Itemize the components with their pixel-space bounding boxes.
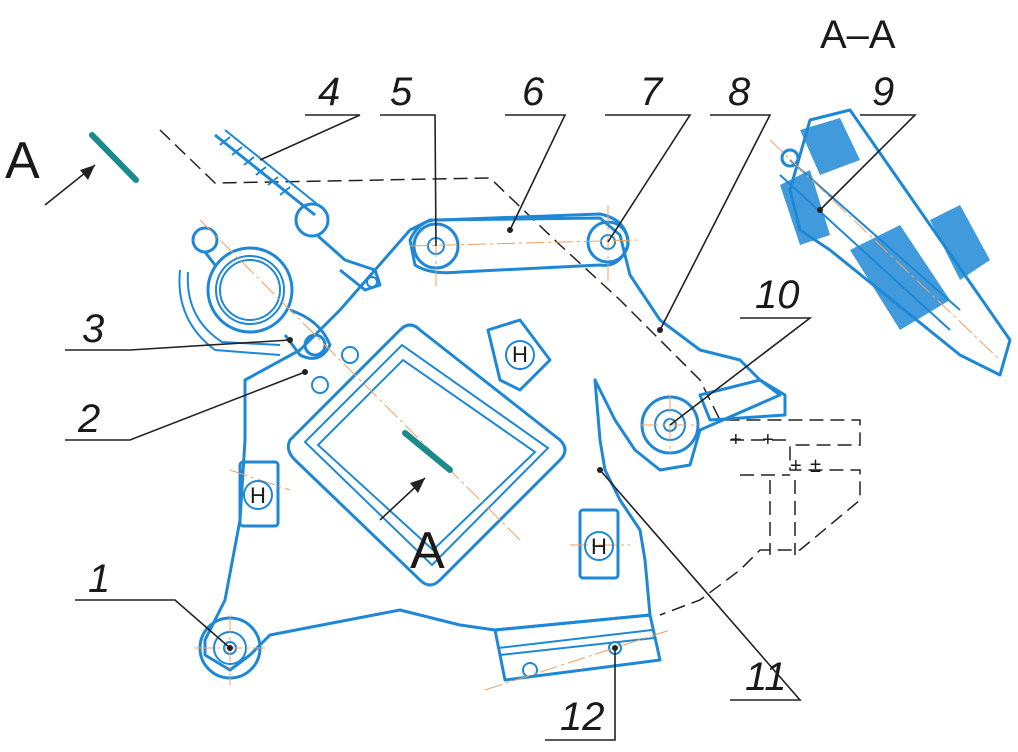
view-letter-left: А	[5, 132, 40, 190]
part-number-2: 2	[77, 397, 100, 441]
part-number-3: 3	[82, 307, 104, 351]
main-frame	[203, 212, 787, 682]
part-number-1: 1	[88, 557, 110, 601]
labels: А–А А А 1 2 3 4 5 6 7 8 9 10 11 12 Н Н Н…	[5, 13, 896, 739]
section-title: А–А	[820, 13, 896, 57]
part-number-6: 6	[522, 70, 545, 114]
plus-sign-3: +	[790, 455, 802, 477]
phantom-outline	[159, 129, 861, 616]
h-mark-top: Н	[512, 342, 528, 367]
leader-dots	[227, 207, 823, 651]
part-number-11: 11	[745, 655, 787, 699]
part-number-8: 8	[728, 70, 751, 114]
h-mark-left: Н	[250, 483, 266, 508]
plus-sign-1: +	[730, 429, 742, 451]
view-letter-center: А	[410, 522, 445, 580]
leader-lines	[65, 114, 917, 741]
plus-minus-sign: ±	[810, 455, 821, 477]
pivot-joints	[198, 220, 700, 680]
center-lines	[195, 139, 1001, 691]
part-number-9: 9	[872, 70, 894, 114]
plus-sign-2: +	[762, 429, 774, 451]
part-number-10: 10	[755, 273, 800, 317]
h-mark-right: Н	[591, 534, 607, 559]
part-number-4: 4	[318, 70, 340, 114]
part-number-5: 5	[390, 70, 413, 114]
part-number-7: 7	[640, 70, 664, 114]
section-aa-view	[779, 108, 1012, 377]
latch-assembly	[178, 226, 332, 360]
spring-rod	[214, 129, 382, 292]
part-number-12: 12	[560, 695, 605, 739]
cut-plane-marks	[44, 132, 453, 521]
